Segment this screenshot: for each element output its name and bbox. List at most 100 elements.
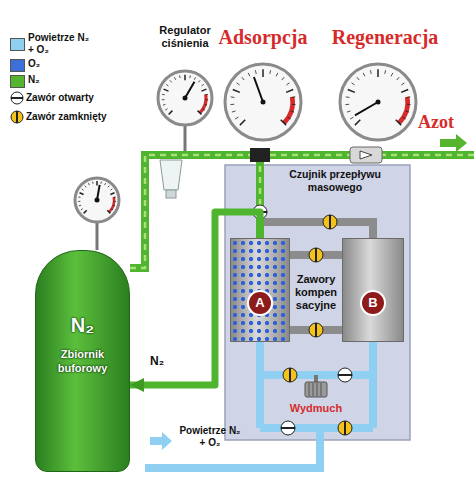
pressure-gauge	[235, 117, 238, 119]
pressure-gauge	[292, 104, 296, 105]
pressure-gauge	[202, 84, 204, 86]
valve-closed	[289, 368, 291, 382]
pressure-gauge	[232, 111, 236, 112]
flow-arrow	[440, 134, 467, 152]
pressure-gauge	[199, 94, 208, 114]
pressure-gauge	[286, 83, 289, 85]
pressure-gauge	[340, 64, 416, 140]
pressure-gauge	[346, 96, 350, 98]
pressure-gauge	[189, 75, 191, 78]
pressure-gauge	[376, 100, 381, 105]
pressure-gauge	[225, 64, 301, 140]
pressure-gauge	[348, 89, 355, 92]
legend-row: Powietrze N₂ + O₂	[10, 32, 90, 56]
filter	[160, 160, 182, 198]
pressure-gauge	[290, 111, 294, 112]
inlet-label: Powietrze N₂ + O₂	[178, 425, 242, 449]
pressure-gauge	[363, 73, 365, 76]
pressure-regulator-block	[250, 148, 270, 162]
nitrogen-pipe	[184, 125, 187, 151]
pressure-gauge	[248, 73, 250, 76]
pressure-gauge	[384, 70, 386, 74]
pressure-gauge	[205, 94, 208, 95]
pressure-gauge	[169, 111, 173, 115]
gauge-title: Regeneracja	[322, 25, 448, 49]
valve-closed	[344, 421, 346, 435]
pressure-gauge	[225, 64, 301, 140]
filter	[160, 160, 182, 190]
air-pipe	[145, 342, 373, 468]
pressure-gauge	[292, 96, 296, 98]
legend-text: Zawór zamknięty	[26, 111, 107, 123]
valve-open	[281, 421, 295, 435]
pressure-gauge	[114, 201, 116, 202]
valve-label: Zawory kompen sacyjne	[291, 273, 341, 313]
pressure-gauge	[96, 181, 98, 185]
pressure-gauge	[88, 183, 90, 185]
pressure-gauge	[357, 77, 359, 80]
pressure-gauge	[276, 73, 278, 76]
gauge-title: Regulator ciśnienia	[152, 24, 218, 50]
pressure-gauge	[78, 201, 80, 202]
pressure-gauge	[82, 189, 84, 190]
pressure-gauge	[111, 209, 113, 210]
pressure-gauge	[377, 69, 379, 77]
pressure-gauge	[170, 80, 172, 82]
legend-text: O₂	[28, 58, 40, 70]
filter	[166, 190, 176, 198]
pressure-gauge	[397, 77, 399, 80]
pressure-gauge	[183, 96, 188, 101]
valve-closed	[309, 323, 323, 337]
idle-pipe	[264, 222, 373, 238]
pressure-gauge	[269, 70, 271, 74]
pressure-gauge	[242, 77, 244, 80]
pressure-gauge	[185, 82, 194, 98]
muffler	[305, 382, 327, 397]
pressure-gauge	[233, 89, 240, 92]
nitrogen-pipe	[96, 222, 99, 250]
legend-row: Zawór zamknięty	[26, 111, 107, 123]
valve-closed	[16, 111, 18, 123]
pressure-gauge	[165, 109, 167, 110]
legend-row: Zawór otwarty	[26, 92, 94, 104]
valve-open	[338, 374, 352, 376]
sensor-label: Czujnik przepływu masowego	[276, 168, 394, 193]
pressure-gauge	[205, 99, 208, 100]
pressure-gauge	[79, 205, 81, 207]
pressure-gauge	[352, 83, 355, 85]
buffer-tank: N₂Zbiornik buforowy	[35, 250, 130, 472]
legend-row: N₂	[10, 74, 40, 88]
exhaust-label: Wydmuch	[281, 402, 351, 415]
pressure-gauge	[231, 96, 235, 98]
pressure-gauge	[158, 71, 212, 125]
pressure-gauge	[202, 109, 204, 110]
pressure-gauge	[403, 117, 406, 119]
pressure-gauge	[405, 111, 409, 112]
pressure-gauge	[340, 64, 416, 140]
valve-open	[11, 92, 23, 104]
pressure-gauge	[205, 104, 208, 106]
pressure-gauge	[108, 186, 109, 188]
pressure-gauge	[92, 182, 94, 184]
pressure-gauge	[261, 100, 266, 105]
pressure-gauge	[201, 89, 206, 91]
pressure-gauge	[282, 96, 295, 124]
legend-row: O₂	[10, 58, 40, 72]
pressure-gauge	[230, 104, 234, 105]
pipe-label: N₂	[150, 354, 164, 368]
pressure-gauge	[110, 193, 114, 195]
legend-swatch	[10, 59, 25, 72]
pressure-gauge	[288, 117, 291, 119]
pressure-gauge	[194, 77, 195, 79]
housing-panel	[225, 165, 410, 440]
adsorber-column: A	[230, 238, 290, 342]
pressure-gauge	[163, 104, 166, 106]
air-pipe	[145, 342, 373, 468]
valve-closed	[323, 215, 337, 229]
pressure-gauge	[100, 182, 102, 184]
pressure-gauge	[255, 70, 257, 74]
mass-flow-sensor	[350, 147, 382, 163]
tank-title: Zbiornik buforowy	[43, 348, 123, 376]
pressure-gauge	[78, 197, 80, 198]
